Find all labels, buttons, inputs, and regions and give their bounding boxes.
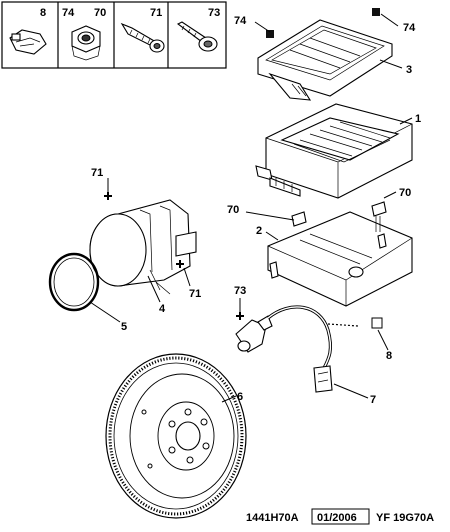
callout-2: 2 [256, 225, 262, 237]
legend-label-8: 8 [40, 7, 46, 19]
nut-icon [71, 25, 101, 61]
flywheel [105, 353, 247, 519]
callout-1: 1 [415, 113, 421, 125]
diagram-reference: 1441H70A [246, 512, 299, 524]
ecu-mounting-frame [254, 8, 403, 101]
callout-8: 8 [386, 350, 392, 362]
fastener-marker-74b [372, 8, 380, 16]
air-flow-meter [89, 178, 197, 303]
diagram-code: YF 19G70A [376, 512, 434, 524]
callout-70a: 70 [399, 187, 411, 199]
bolt-icon [176, 21, 218, 52]
engine-control-unit [255, 103, 413, 199]
fastener-marker-74a [266, 30, 274, 38]
legend-label-71: 71 [150, 7, 162, 19]
clip-icon [9, 29, 47, 55]
callout-7: 7 [370, 394, 376, 406]
callout-3: 3 [406, 64, 412, 76]
callout-5: 5 [121, 321, 127, 333]
callout-4: 4 [159, 303, 166, 315]
callout-74a: 74 [234, 15, 247, 27]
callout-6: 6 [237, 391, 243, 403]
connector-square [371, 317, 383, 329]
legend-label-73: 73 [208, 7, 220, 19]
callout-71a: 71 [91, 167, 103, 179]
callout-70b: 70 [227, 204, 239, 216]
legend-label-70: 70 [94, 7, 106, 19]
callout-73: 73 [234, 285, 246, 297]
fastener-legend-box: 8 74 70 71 73 [1, 1, 227, 69]
legend-label-74: 74 [62, 7, 75, 19]
callout-74b: 74 [403, 22, 416, 34]
reference-footer: 1441H70A 01/2006 YF 19G70A [246, 508, 434, 525]
crankshaft-position-sensor [235, 298, 389, 399]
callout-71b: 71 [189, 288, 201, 300]
screw-icon [120, 22, 165, 53]
o-ring-seal [48, 252, 121, 323]
diagram-date: 01/2006 [317, 512, 357, 524]
ecu-support-bracket [245, 191, 413, 307]
